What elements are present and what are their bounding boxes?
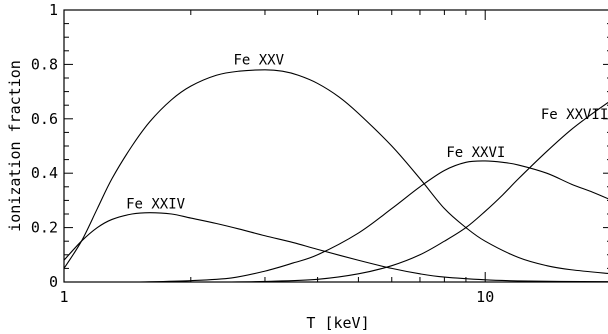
- x-tick-label: 10: [476, 288, 494, 306]
- y-tick-label: 0.6: [31, 110, 58, 128]
- plot-frame: [63, 9, 608, 283]
- series-line-fe-xxvii: [231, 101, 608, 282]
- series-label-fe-xxiv: Fe XXIV: [126, 197, 186, 213]
- x-tick-label: 1: [59, 288, 68, 306]
- y-tick-label: 0: [49, 273, 58, 291]
- curve-layer: [64, 69, 608, 282]
- y-tick-label: 0.8: [31, 55, 58, 73]
- series-line-fe-xxiv: [64, 212, 608, 282]
- series-line-fe-xxv: [64, 69, 608, 275]
- label-layer: 0 0.2 0.4 0.6 0.8 1 1 10 Fe XXIV Fe XXV Fe XXVI Fe …: [31, 1, 608, 306]
- x-axis-label: T [keV]: [306, 314, 369, 332]
- series-label-fe-xxvii: Fe XXVII: [541, 107, 608, 123]
- y-tick-label: 1: [49, 1, 58, 19]
- series-label-fe-xxv: Fe XXV: [233, 52, 284, 68]
- tick-layer: [63, 9, 608, 283]
- series-line-fe-xxvi: [138, 160, 608, 282]
- series-label-fe-xxvi: Fe XXVI: [446, 145, 505, 161]
- y-axis-label: ionization fraction: [6, 60, 24, 232]
- y-tick-label: 0.4: [31, 164, 58, 182]
- y-tick-label: 0.2: [31, 219, 58, 237]
